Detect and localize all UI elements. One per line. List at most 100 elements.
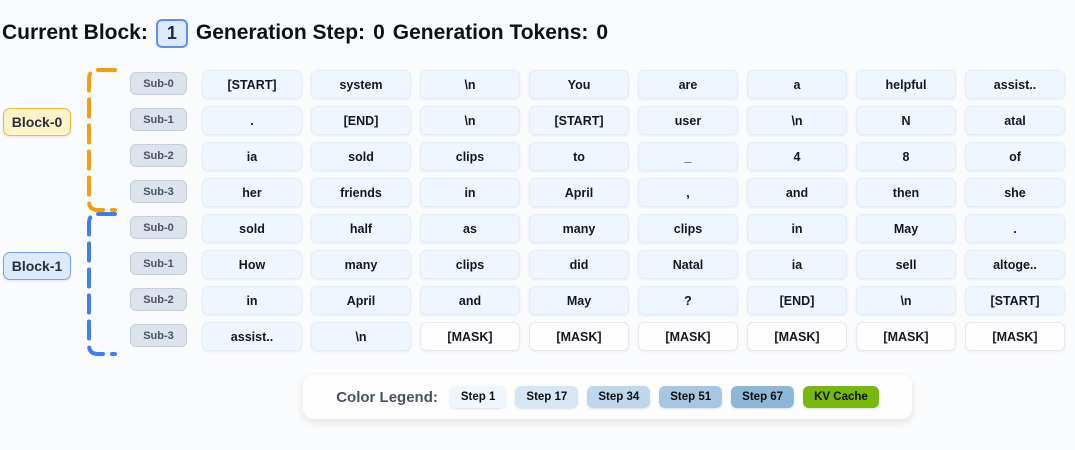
token-cell: May bbox=[529, 286, 629, 315]
token-cell: in bbox=[747, 214, 847, 243]
token-cell: user bbox=[638, 106, 738, 135]
token-cell: , bbox=[638, 178, 738, 207]
block-bracket bbox=[87, 212, 117, 356]
sub-row-label: Sub-0 bbox=[130, 72, 187, 95]
masked-token-cell: [MASK] bbox=[965, 322, 1065, 351]
token-cell: sold bbox=[202, 214, 302, 243]
token-cell: N bbox=[856, 106, 956, 135]
token-cell: [START] bbox=[965, 286, 1065, 315]
token-cell: ? bbox=[638, 286, 738, 315]
legend-chip: Step 17 bbox=[515, 386, 579, 408]
token-cell: [START] bbox=[529, 106, 629, 135]
generation-tokens-label: Generation Tokens: bbox=[392, 21, 589, 44]
token-cell: sold bbox=[311, 142, 411, 171]
token-cell: Natal bbox=[638, 250, 738, 279]
token-row: Sub-3 assist.. \n [MASK] [MASK] [MASK] [MASK] [… bbox=[0, 322, 1075, 352]
masked-token-cell: [MASK] bbox=[856, 322, 956, 351]
token-cell: did bbox=[529, 250, 629, 279]
current-block-badge: 1 bbox=[155, 18, 188, 48]
token-cell: assist.. bbox=[202, 322, 302, 351]
token-cell: as bbox=[420, 214, 520, 243]
token-cell: \n bbox=[311, 322, 411, 351]
token-cell: \n bbox=[747, 106, 847, 135]
sub-row-label: Sub-3 bbox=[130, 324, 187, 347]
token-cell: \n bbox=[856, 286, 956, 315]
token-cell: of bbox=[965, 142, 1065, 171]
legend-chip: KV Cache bbox=[803, 386, 879, 408]
token-cell: half bbox=[311, 214, 411, 243]
token-cell: . bbox=[965, 214, 1065, 243]
token-cell: she bbox=[965, 178, 1065, 207]
token-cell: in bbox=[420, 178, 520, 207]
legend-chip: Step 1 bbox=[449, 386, 507, 408]
sub-row-label: Sub-3 bbox=[130, 180, 187, 203]
token-cells: assist.. \n [MASK] [MASK] [MASK] [MASK] [MASK]… bbox=[202, 322, 1065, 351]
generation-step-value: 0 bbox=[373, 21, 385, 44]
token-cell: sell bbox=[856, 250, 956, 279]
masked-token-cell: [MASK] bbox=[420, 322, 520, 351]
block-bracket bbox=[87, 68, 117, 212]
token-cell: friends bbox=[311, 178, 411, 207]
token-cell: a bbox=[747, 70, 847, 99]
token-cells: in April and May? [END] \n [START] bbox=[202, 286, 1065, 315]
token-cell: How bbox=[202, 250, 302, 279]
token-cell: April bbox=[529, 178, 629, 207]
legend-chip: Step 51 bbox=[659, 386, 723, 408]
token-row: Sub-2 in April and May? [END] \n [START] bbox=[0, 286, 1075, 316]
token-cell: altoge.. bbox=[965, 250, 1065, 279]
token-cell: \n bbox=[420, 106, 520, 135]
generation-step-label: Generation Step: bbox=[195, 21, 366, 44]
token-cell: . bbox=[202, 106, 302, 135]
block-label: Block-0 bbox=[3, 108, 71, 136]
sub-row-label: Sub-1 bbox=[130, 252, 187, 275]
block-label: Block-1 bbox=[3, 252, 71, 280]
sub-row-label: Sub-1 bbox=[130, 108, 187, 131]
token-cell: to bbox=[529, 142, 629, 171]
token-cell: helpful bbox=[856, 70, 956, 99]
token-cell: and bbox=[747, 178, 847, 207]
token-cell: ia bbox=[202, 142, 302, 171]
sub-row-label: Sub-2 bbox=[130, 288, 187, 311]
color-legend: Color Legend: Step 1 Step 17 Step 34 Step 5… bbox=[303, 375, 912, 419]
token-cell: clips bbox=[638, 214, 738, 243]
token-cell: and bbox=[420, 286, 520, 315]
token-cell: [END] bbox=[747, 286, 847, 315]
token-cell: in bbox=[202, 286, 302, 315]
token-cell: 8 bbox=[856, 142, 956, 171]
generation-tokens-value: 0 bbox=[596, 21, 609, 44]
current-block-label: Current Block: bbox=[2, 21, 148, 44]
legend-chip: Step 34 bbox=[587, 386, 651, 408]
token-cell: ia bbox=[747, 250, 847, 279]
token-cell: are bbox=[638, 70, 738, 99]
token-cell: April bbox=[311, 286, 411, 315]
token-cell: assist.. bbox=[965, 70, 1065, 99]
token-cell: _ bbox=[638, 142, 738, 171]
masked-token-cell: [MASK] bbox=[747, 322, 847, 351]
legend-title: Color Legend: bbox=[336, 388, 438, 406]
token-cell: clips bbox=[420, 250, 520, 279]
token-cell: [END] bbox=[311, 106, 411, 135]
sub-row-label: Sub-2 bbox=[130, 144, 187, 167]
status-header: Current Block: 1 Generation Step: 0 Gene… bbox=[2, 17, 608, 49]
token-cell: May bbox=[856, 214, 956, 243]
token-cell: system bbox=[311, 70, 411, 99]
token-cell: [START] bbox=[202, 70, 302, 99]
sub-row-label: Sub-0 bbox=[130, 216, 187, 239]
token-cell: atal bbox=[965, 106, 1065, 135]
token-cell: You bbox=[529, 70, 629, 99]
masked-token-cell: [MASK] bbox=[529, 322, 629, 351]
token-cell: many bbox=[529, 214, 629, 243]
